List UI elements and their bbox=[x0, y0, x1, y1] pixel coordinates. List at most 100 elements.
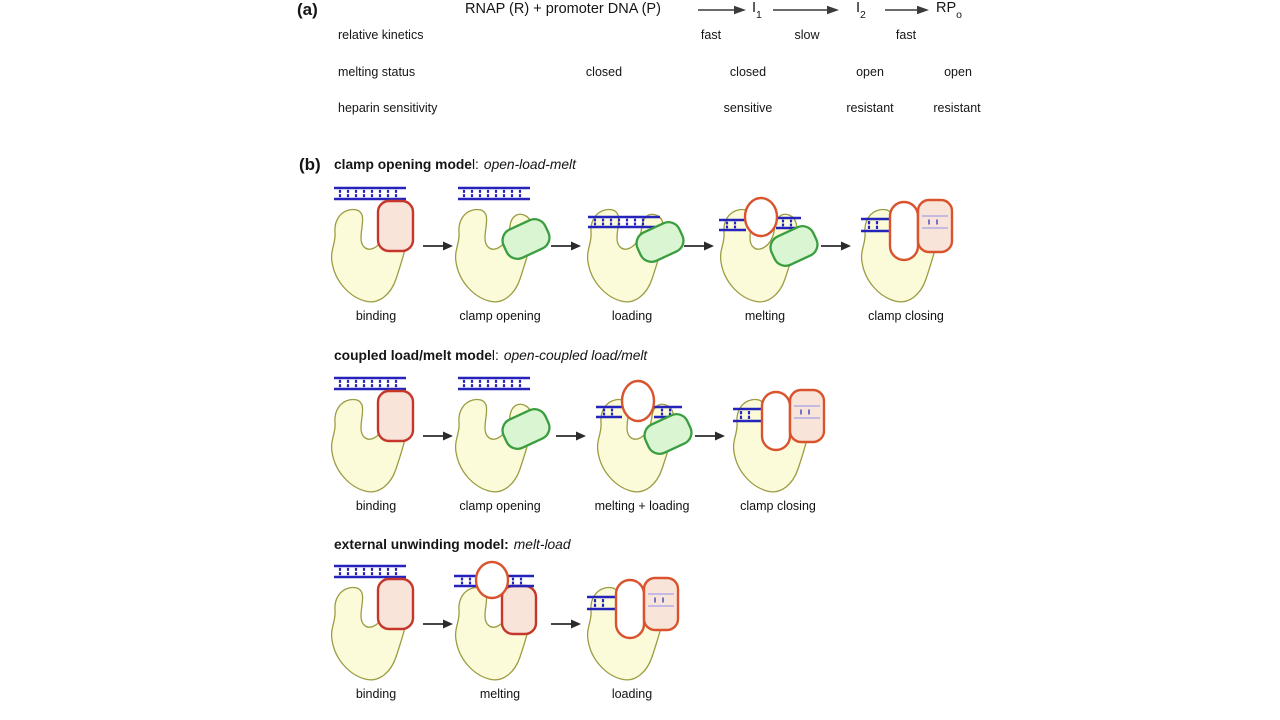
stage-illustration-clamp_closing bbox=[860, 198, 954, 303]
model-title-italic: melt-load bbox=[513, 537, 571, 552]
clamp-open bbox=[501, 218, 551, 260]
stage-label: melting bbox=[744, 309, 786, 323]
state-RPo-subscript: o bbox=[956, 8, 962, 21]
state-I2-subscript: 2 bbox=[860, 8, 866, 21]
model-title-italic: open-coupled load/melt bbox=[503, 348, 648, 363]
dna-duplex bbox=[334, 376, 406, 391]
stage-illustration-loading_loaded bbox=[586, 576, 680, 681]
dna-upstream bbox=[733, 407, 764, 423]
row-label-melting-status: melting status bbox=[338, 65, 416, 79]
dna-downstream bbox=[506, 574, 534, 588]
stage-panel-clamp_closing: clamp closing bbox=[856, 184, 956, 323]
stage-illustration-clamp_opening bbox=[454, 376, 551, 493]
stage-panel-loading: loading bbox=[582, 184, 685, 323]
melting-value: closed bbox=[729, 65, 767, 79]
stage-panel-clamp_opening: clamp opening bbox=[450, 374, 551, 513]
kinetics-value: fast bbox=[700, 28, 722, 42]
clamp-loaded bbox=[788, 388, 826, 444]
dna-upstream bbox=[596, 405, 622, 419]
clamp-loaded bbox=[642, 576, 680, 632]
kinetics-value: slow bbox=[794, 28, 820, 42]
open-bubble-in-cleft bbox=[614, 578, 646, 640]
step-arrow bbox=[423, 562, 453, 686]
stage-panel-melting: melting bbox=[715, 184, 819, 323]
panel-b-tag: (b) bbox=[299, 155, 321, 174]
state-I2-symbol: I bbox=[856, 0, 861, 16]
stage-illustration-binding bbox=[330, 186, 415, 303]
dna-duplex bbox=[334, 186, 406, 201]
step-arrow bbox=[815, 184, 856, 308]
heparin-value: resistant bbox=[846, 101, 894, 115]
stage-label: binding bbox=[355, 499, 397, 513]
step-arrow-icon bbox=[551, 619, 581, 629]
stage-illustration-melting_loading bbox=[596, 379, 693, 493]
melted-dna-bubble bbox=[743, 196, 779, 238]
stage-label: melting bbox=[479, 687, 521, 701]
state-I1-subscript: 1 bbox=[756, 8, 762, 21]
dna-upstream bbox=[719, 218, 746, 232]
row-label-relative-kinetics: relative kinetics bbox=[338, 28, 424, 42]
reaction-arrow-icon bbox=[884, 4, 929, 16]
stage-illustration-binding bbox=[330, 564, 415, 681]
state-RPo: RPo bbox=[936, 0, 962, 21]
clamp-open bbox=[643, 413, 693, 455]
model-title-italic: open-load-melt bbox=[483, 157, 576, 172]
stage-label: loading bbox=[611, 687, 653, 701]
stage-panel-binding: binding bbox=[326, 374, 426, 513]
step-arrow-icon bbox=[551, 241, 581, 251]
step-arrow bbox=[423, 184, 453, 308]
state-I2: I2 bbox=[856, 0, 866, 21]
step-arrow-icon bbox=[695, 431, 725, 441]
clamp-closed bbox=[376, 199, 415, 253]
model-title-external-unwinding: external unwinding model: melt-load bbox=[334, 537, 571, 552]
dna-duplex-loaded bbox=[588, 215, 660, 229]
open-bubble-in-cleft bbox=[888, 200, 920, 262]
step-arrow bbox=[550, 562, 582, 686]
model-title-plain: l: bbox=[471, 157, 479, 172]
step-arrow bbox=[550, 374, 592, 498]
dna-duplex bbox=[458, 186, 530, 201]
clamp-open bbox=[501, 408, 551, 450]
clamp-open bbox=[635, 221, 685, 263]
step-arrow bbox=[423, 374, 453, 498]
dna-upstream bbox=[454, 574, 479, 588]
stage-illustration-melting bbox=[719, 196, 819, 303]
stage-row-clamp-opening-model: binding clamp opening loading melting cl… bbox=[326, 184, 956, 323]
reaction-arrow-icon bbox=[772, 4, 839, 16]
model-title-bold: external unwinding model: bbox=[334, 537, 509, 552]
stage-label: binding bbox=[355, 309, 397, 323]
model-title-bold: coupled load/melt mode bbox=[334, 348, 492, 363]
stage-panel-loading_loaded: loading bbox=[582, 562, 682, 701]
model-title-bold: clamp opening mode bbox=[334, 157, 472, 172]
stage-panel-melting_external: melting bbox=[450, 560, 550, 701]
stage-label: clamp closing bbox=[868, 309, 944, 323]
panel-a-tag: (a) bbox=[297, 0, 318, 19]
melted-dna-bubble bbox=[474, 560, 510, 600]
state-I1: I1 bbox=[752, 0, 762, 21]
step-arrow bbox=[692, 374, 728, 498]
clamp-closed bbox=[500, 584, 538, 636]
stage-panel-melting_loading: melting + loading bbox=[592, 374, 693, 513]
clamp-closed bbox=[376, 577, 415, 631]
melted-dna-bubble bbox=[620, 379, 656, 423]
stage-label: loading bbox=[611, 309, 653, 323]
dna-upstream bbox=[861, 217, 892, 233]
stage-row-external-unwinding-model: binding melting loading bbox=[326, 560, 682, 701]
dna-duplex bbox=[334, 564, 406, 579]
step-arrow-icon bbox=[423, 619, 453, 629]
row-label-heparin-sensitivity: heparin sensitivity bbox=[338, 101, 438, 115]
step-arrow-icon bbox=[683, 241, 714, 251]
heparin-value: resistant bbox=[933, 101, 981, 115]
heparin-value: sensitive bbox=[723, 101, 773, 115]
melting-value: open bbox=[856, 65, 884, 79]
stage-label: melting + loading bbox=[594, 499, 690, 513]
clamp-open bbox=[769, 225, 819, 267]
stage-illustration-clamp_opening bbox=[454, 186, 551, 303]
stage-illustration-clamp_closing bbox=[732, 388, 826, 493]
stage-label: clamp opening bbox=[459, 309, 541, 323]
stage-panel-clamp_closing: clamp closing bbox=[728, 374, 828, 513]
stage-label: clamp closing bbox=[740, 499, 816, 513]
reaction-arrow-icon bbox=[697, 4, 746, 16]
stage-panel-binding: binding bbox=[326, 184, 426, 323]
